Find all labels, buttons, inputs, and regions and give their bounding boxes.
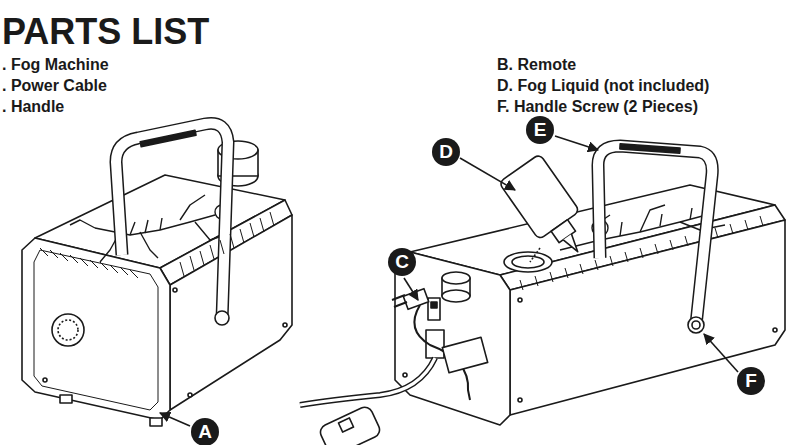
knob-grip bbox=[58, 320, 78, 340]
iec-connector bbox=[442, 337, 487, 372]
foot bbox=[60, 395, 72, 403]
callout-letter: F bbox=[737, 367, 765, 395]
part-name: D. Fog Liquid (not included) bbox=[497, 77, 709, 95]
part-name: F. Handle Screw (2 Pieces) bbox=[497, 98, 698, 116]
part-name: . Power Cable bbox=[2, 77, 107, 95]
remote-cable-fill bbox=[300, 358, 435, 405]
handle-fill bbox=[598, 146, 712, 325]
remote bbox=[318, 405, 382, 445]
side-face bbox=[510, 220, 785, 415]
handle-screw bbox=[688, 317, 704, 333]
tank-opening-inner bbox=[512, 256, 544, 268]
power-plug bbox=[403, 289, 428, 310]
handle-outline bbox=[598, 146, 712, 325]
callout-letter: A bbox=[191, 418, 219, 445]
title: PARTS LIST bbox=[2, 12, 209, 52]
back-face bbox=[395, 252, 510, 425]
remote-cable-outline bbox=[300, 358, 435, 405]
screw bbox=[43, 378, 47, 382]
tank-opening bbox=[504, 252, 552, 272]
control-knob bbox=[52, 314, 84, 346]
loose-cap-top bbox=[442, 272, 470, 284]
screw bbox=[188, 393, 192, 397]
fog-liquid-bottle bbox=[499, 154, 598, 266]
loose-cap-bottom bbox=[442, 290, 470, 302]
handle-slot bbox=[620, 144, 680, 153]
part-name: B. Remote bbox=[497, 56, 576, 74]
screw bbox=[773, 328, 777, 332]
switch-rocker bbox=[431, 302, 437, 308]
screw bbox=[283, 323, 287, 327]
handle-slot bbox=[140, 130, 196, 147]
screw-head bbox=[692, 321, 700, 329]
skeleton-decoration bbox=[70, 195, 229, 262]
screw bbox=[403, 373, 407, 377]
callout-letter: C bbox=[388, 248, 416, 276]
callout-letter: E bbox=[526, 116, 554, 144]
callout-letter: D bbox=[432, 138, 460, 166]
foot bbox=[150, 418, 162, 426]
front-face bbox=[22, 238, 170, 420]
screw bbox=[173, 288, 177, 292]
callout-circles bbox=[191, 116, 765, 445]
front-panel bbox=[34, 250, 158, 410]
leader-lines bbox=[160, 136, 738, 426]
screw bbox=[518, 398, 522, 402]
plug-prongs bbox=[392, 295, 407, 307]
handle-screw bbox=[215, 311, 229, 325]
screw bbox=[518, 298, 522, 302]
handle-outline bbox=[116, 123, 228, 320]
part-name: . Handle bbox=[2, 98, 64, 116]
part-name: . Fog Machine bbox=[2, 56, 109, 74]
remote-button bbox=[338, 418, 353, 432]
vent-stripes bbox=[40, 212, 274, 278]
pour-stream bbox=[530, 248, 540, 262]
handle-fill bbox=[116, 123, 228, 320]
power-switch bbox=[428, 298, 440, 320]
